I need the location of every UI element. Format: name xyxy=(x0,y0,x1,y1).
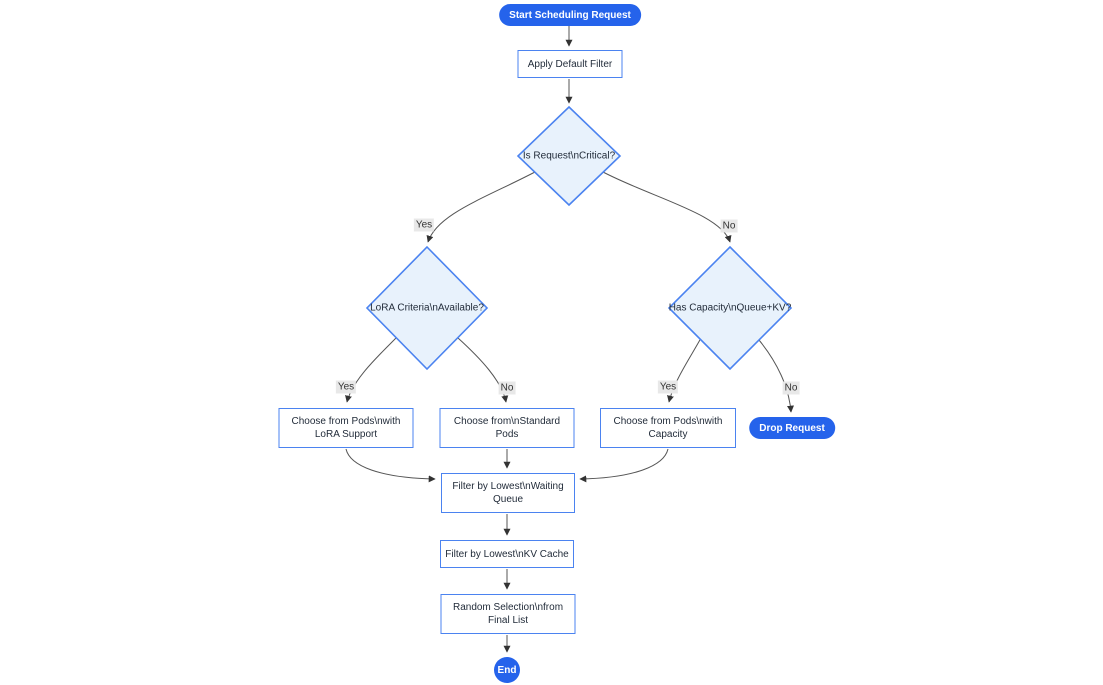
edge-is-critical-no xyxy=(602,171,732,243)
decision-has-capacity-shape xyxy=(667,245,793,371)
node-random-selection: Random Selection\nfrom Final List xyxy=(440,594,576,634)
node-choose-capacity-line2: Capacity xyxy=(648,429,688,440)
node-random-selection-line1: Random Selection\nfrom xyxy=(452,602,564,613)
edge-capacity-yes xyxy=(667,337,702,403)
edge-label-lora-no: No xyxy=(498,381,516,395)
node-start: Start Scheduling Request xyxy=(499,4,641,26)
node-filter-kv: Filter by Lowest\nKV Cache xyxy=(440,540,574,568)
edge-label-is-critical-no: No xyxy=(720,219,738,233)
node-choose-standard-line2: Pods xyxy=(495,429,519,440)
edge-is-critical-yes xyxy=(426,171,536,243)
node-choose-capacity: Choose from Pods\nwith Capacity xyxy=(600,408,736,448)
node-choose-standard-line1: Choose from\nStandard xyxy=(453,416,561,427)
node-choose-capacity-line1: Choose from Pods\nwith xyxy=(613,416,723,427)
node-has-capacity-label: Has Capacity\nQueue+KV? xyxy=(668,302,792,314)
node-lora-criteria-label: LoRA Criteria\nAvailable? xyxy=(370,302,484,314)
node-drop-request: Drop Request xyxy=(749,417,835,439)
edge-lora-no xyxy=(457,337,509,403)
decision-is-critical-shape xyxy=(516,105,622,207)
node-choose-lora-line2: LoRA Support xyxy=(314,429,378,440)
edge-choose-capacity-to-filter-queue xyxy=(579,448,669,483)
node-end: End xyxy=(494,657,520,683)
node-drop-request-label: Drop Request xyxy=(759,422,825,434)
edge-label-lora-yes: Yes xyxy=(335,380,357,394)
node-filter-kv-label: Filter by Lowest\nKV Cache xyxy=(445,548,569,560)
decision-lora-criteria-shape xyxy=(365,245,489,371)
node-filter-queue: Filter by Lowest\nWaiting Queue xyxy=(441,473,575,513)
edge-label-capacity-no: No xyxy=(782,381,800,395)
edge-label-capacity-yes: Yes xyxy=(657,380,679,394)
node-choose-lora: Choose from Pods\nwith LoRA Support xyxy=(278,408,414,448)
node-choose-standard: Choose from\nStandard Pods xyxy=(439,408,575,448)
node-random-selection-line2: Final List xyxy=(487,615,528,626)
edge-lora-yes xyxy=(345,337,397,403)
node-choose-lora-line1: Choose from Pods\nwith xyxy=(291,416,401,427)
node-filter-queue-line1: Filter by Lowest\nWaiting xyxy=(452,481,564,492)
node-is-critical-label: Is Request\nCritical? xyxy=(522,150,616,162)
node-apply-filter-label: Apply Default Filter xyxy=(527,58,613,70)
edge-choose-lora-to-filter-queue xyxy=(345,448,436,483)
edge-label-is-critical-yes: Yes xyxy=(413,218,435,232)
edge-capacity-no xyxy=(758,339,794,413)
node-apply-filter: Apply Default Filter xyxy=(517,50,623,78)
node-filter-queue-line2: Queue xyxy=(492,494,524,505)
node-start-label: Start Scheduling Request xyxy=(509,9,631,21)
node-end-label: End xyxy=(497,664,517,676)
